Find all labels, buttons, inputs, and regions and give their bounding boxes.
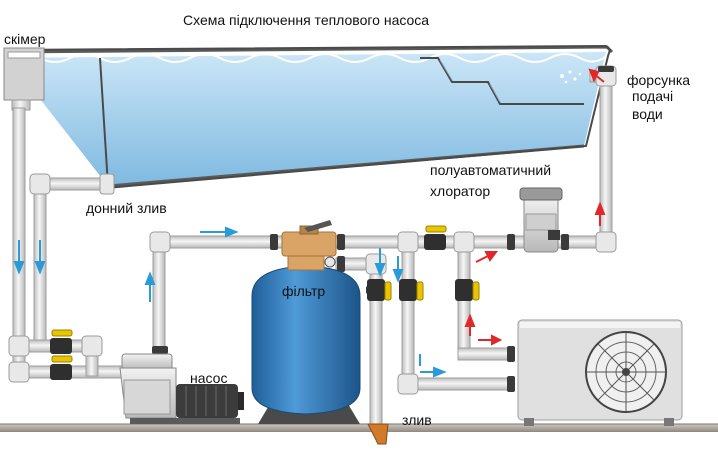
pool <box>3 44 614 189</box>
bottom-drain-label: донний злив <box>86 200 167 216</box>
flow-arrow-icon <box>464 68 606 346</box>
skimmer <box>3 47 45 111</box>
valve-handle-icon <box>367 279 392 301</box>
pump-label: насос <box>190 370 228 386</box>
valve-handle-icon <box>424 225 447 250</box>
pump <box>119 353 244 424</box>
supply-label-line1: подачі <box>632 88 674 104</box>
heat-pump <box>517 319 683 426</box>
chlorinator <box>519 187 563 253</box>
ground <box>0 423 718 432</box>
supply-label-line2: води <box>632 106 663 122</box>
chlorinator-label-line2: хлоратор <box>430 183 491 199</box>
drain-outlet <box>367 423 389 445</box>
filter-label: фільтр <box>282 283 326 299</box>
drain-label: злив <box>402 412 432 428</box>
skimmer-label: скімер <box>4 31 46 47</box>
pipe-fittings <box>8 65 617 395</box>
sand-filter <box>251 220 361 424</box>
valve-handle-icon <box>50 329 73 354</box>
fan-grille-icon <box>585 331 667 413</box>
ball-valves <box>50 225 480 380</box>
valve-handle-icon <box>50 355 73 380</box>
motor-fins-icon <box>176 384 244 418</box>
page-title: Схема підключення теплового насоса <box>183 12 430 28</box>
valve-handle-icon <box>399 279 424 301</box>
nozzle-label: форсунка <box>627 72 691 88</box>
flow-arrow-icon <box>13 226 447 378</box>
nozzle-spray <box>560 70 582 84</box>
chlorinator-label-line1: полуавтоматичний <box>430 162 552 178</box>
pipe-network <box>12 69 613 427</box>
valve-handle-icon <box>455 279 480 301</box>
flow-arrows <box>13 68 606 378</box>
